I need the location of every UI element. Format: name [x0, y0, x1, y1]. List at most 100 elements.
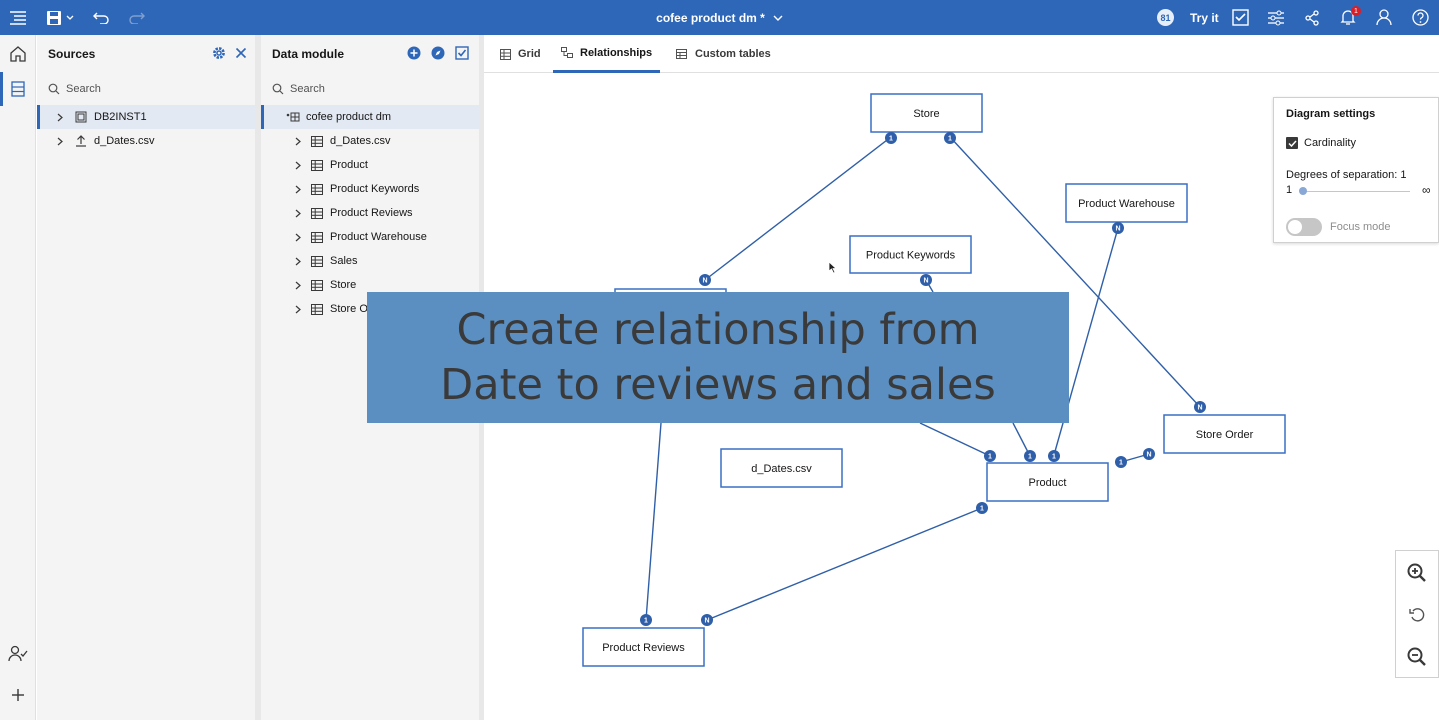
module-table-item[interactable]: Store	[261, 273, 479, 297]
top-bar: cofee product dm * 81 Try it 1	[0, 0, 1439, 35]
chevron-right-icon[interactable]	[291, 257, 305, 266]
tab-grid[interactable]: Grid	[492, 35, 549, 73]
source-item-label: DB2INST1	[94, 111, 147, 123]
share-icon[interactable]	[1302, 0, 1322, 35]
sources-search-input[interactable]: Search	[37, 77, 255, 101]
module-root-label: cofee product dm	[306, 111, 391, 123]
active-users-badge[interactable]: 81	[1157, 9, 1174, 26]
data-module-icon[interactable]	[0, 71, 36, 107]
data-module-header: Data module	[261, 35, 479, 73]
sources-header: Sources	[37, 35, 255, 73]
chevron-right-icon[interactable]	[291, 305, 305, 314]
zoom-in-icon[interactable]	[1396, 552, 1438, 594]
cardinality-checkbox[interactable]: Cardinality	[1286, 137, 1356, 149]
table-label: Product Warehouse	[330, 231, 427, 243]
tab-relationships[interactable]: Relationships	[553, 35, 661, 73]
table-icon	[309, 255, 325, 267]
grid-icon	[500, 48, 511, 60]
chevron-right-icon[interactable]	[291, 233, 305, 242]
table-label: Sales	[330, 255, 358, 267]
table-label: Store	[330, 279, 357, 291]
module-table-item[interactable]: Product Keywords	[261, 177, 479, 201]
add-icon[interactable]	[0, 677, 36, 713]
focus-mode-toggle-row[interactable]: Focus mode	[1286, 218, 1391, 236]
source-item-label: d_Dates.csv	[94, 135, 155, 147]
redo-icon[interactable]	[126, 0, 148, 35]
table-icon	[309, 303, 325, 315]
add-circle-icon[interactable]	[407, 46, 421, 63]
document-title[interactable]: cofee product dm *	[656, 11, 783, 25]
data-module-search-input[interactable]: Search	[261, 77, 479, 101]
undo-icon[interactable]	[90, 0, 112, 35]
chevron-down-icon	[773, 15, 783, 21]
checklist-icon[interactable]	[1230, 0, 1250, 35]
upload-icon	[73, 135, 89, 147]
menu-icon[interactable]	[6, 0, 30, 35]
chevron-right-icon[interactable]	[53, 113, 67, 122]
table-label: d_Dates.csv	[330, 135, 391, 147]
notification-badge: 1	[1351, 6, 1361, 16]
module-table-item[interactable]: Product	[261, 153, 479, 177]
module-table-item[interactable]: Sales	[261, 249, 479, 273]
selection-indicator	[261, 105, 264, 129]
table-label: Product Reviews	[330, 207, 413, 219]
chevron-right-icon[interactable]	[53, 137, 67, 146]
chevron-right-icon[interactable]	[291, 185, 305, 194]
slider-handle[interactable]	[1299, 187, 1307, 195]
focus-mode-toggle[interactable]	[1286, 218, 1322, 236]
module-icon	[285, 112, 301, 122]
table-icon	[309, 279, 325, 291]
module-table-item[interactable]: Product Warehouse	[261, 225, 479, 249]
source-item-d-dates[interactable]: d_Dates.csv	[37, 129, 255, 153]
save-icon[interactable]	[44, 0, 76, 35]
chevron-right-icon[interactable]	[291, 281, 305, 290]
module-table-item[interactable]: d_Dates.csv	[261, 129, 479, 153]
user-icon[interactable]	[1374, 0, 1394, 35]
checkbox-checked-icon[interactable]	[1286, 137, 1298, 149]
data-module-title: Data module	[272, 47, 345, 61]
reset-icon[interactable]	[1396, 594, 1438, 636]
module-table-item[interactable]: Product Reviews	[261, 201, 479, 225]
chevron-right-icon[interactable]	[291, 209, 305, 218]
separation-slider[interactable]: 1 ∞	[1286, 183, 1434, 198]
home-icon[interactable]	[0, 35, 36, 71]
user-check-icon[interactable]	[0, 635, 36, 671]
module-table-item[interactable]: Store Or	[261, 297, 479, 321]
table-icon	[309, 207, 325, 219]
slider-track[interactable]	[1300, 191, 1410, 192]
tab-label: Relationships	[580, 46, 653, 59]
diagram-settings-panel: Diagram settings Cardinality Degrees of …	[1273, 97, 1439, 243]
tab-label: Custom tables	[695, 48, 771, 60]
chevron-right-icon[interactable]	[291, 137, 305, 146]
close-icon[interactable]	[235, 47, 247, 62]
search-placeholder: Search	[290, 83, 325, 95]
view-tabs: Grid Relationships Custom tables	[484, 35, 1439, 73]
rail-active-indicator	[0, 72, 3, 106]
tab-custom-tables[interactable]: Custom tables	[668, 35, 779, 73]
sources-panel: Sources Search DB2INST1 d_Dates.csv	[37, 35, 255, 720]
table-label: Product Keywords	[330, 183, 420, 195]
help-icon[interactable]	[1410, 0, 1430, 35]
settings-sliders-icon[interactable]	[1265, 0, 1287, 35]
try-it-button[interactable]: Try it	[1190, 10, 1219, 25]
custom-tables-icon	[676, 48, 687, 59]
mouse-cursor-icon	[828, 261, 838, 279]
notification-icon[interactable]	[1338, 0, 1358, 35]
validate-icon[interactable]	[455, 45, 469, 63]
search-placeholder: Search	[66, 83, 101, 95]
selection-indicator	[37, 105, 40, 129]
zoom-out-icon[interactable]	[1396, 636, 1438, 678]
zoom-controls	[1395, 550, 1439, 678]
focus-mode-label: Focus mode	[1330, 221, 1391, 233]
tutorial-caption-overlay: Create relationship from Date to reviews…	[367, 292, 1069, 423]
caption-line-1: Create relationship from	[456, 304, 980, 355]
source-item-db2inst1[interactable]: DB2INST1	[37, 105, 255, 129]
compass-icon[interactable]	[431, 46, 445, 63]
gear-icon[interactable]	[212, 46, 226, 63]
table-label: Store Or	[330, 303, 372, 315]
panel-splitter[interactable]	[255, 35, 261, 720]
separation-label: Degrees of separation: 1	[1286, 169, 1407, 181]
table-label: Product	[330, 159, 368, 171]
module-root[interactable]: cofee product dm	[261, 105, 479, 129]
chevron-right-icon[interactable]	[291, 161, 305, 170]
